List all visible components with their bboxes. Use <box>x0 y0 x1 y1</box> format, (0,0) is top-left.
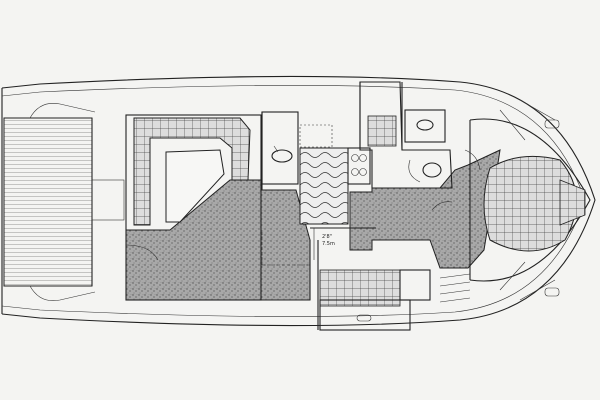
head-vanity-grid <box>367 115 397 147</box>
lower-locker <box>399 269 431 301</box>
saloon-table <box>165 149 225 223</box>
hull-outline <box>1 75 596 327</box>
stove-burner-icon <box>351 168 359 176</box>
port-hatch-icon <box>544 119 560 129</box>
forward-door-swing <box>464 149 481 171</box>
galley-wood-panel <box>299 147 349 225</box>
bilge-hatch-icon <box>356 314 372 322</box>
stove-burner-icon <box>359 154 367 162</box>
lower-storage-grid <box>319 269 401 307</box>
starboard-hatch-icon <box>544 287 560 297</box>
u-settee <box>133 117 251 226</box>
headroom-label-1: 2'8" <box>322 234 332 240</box>
saloon-carpet <box>125 179 311 301</box>
aft-deck-planking <box>3 117 93 287</box>
head-basin-icon <box>416 119 434 131</box>
head-basin-counter <box>404 109 446 143</box>
toilet-icon <box>422 162 442 178</box>
head-door-swing <box>408 159 421 183</box>
aft-deck-hatch <box>91 179 125 221</box>
cabin-door-swing <box>431 201 453 211</box>
stove-burner-icon <box>359 168 367 176</box>
galley-sink-icon <box>271 149 293 163</box>
companionway-steps <box>439 273 471 303</box>
aft-deck-step <box>29 103 96 301</box>
overhead-hatch-outline <box>299 124 333 148</box>
head-compartment <box>359 81 453 189</box>
saloon-door-swing <box>125 244 159 261</box>
v-berth-pillow <box>559 179 586 226</box>
galley-tap <box>273 145 279 153</box>
saloon-cabinet <box>125 114 262 301</box>
v-berth-hull-ribs <box>499 99 556 301</box>
lower-cabin-outline <box>319 299 411 331</box>
v-berth-mattress <box>483 155 577 252</box>
stove-burner-icon <box>351 154 359 162</box>
headroom-label-2: 7.5m <box>322 241 335 247</box>
galley-counter <box>261 111 299 185</box>
galley-stove <box>347 147 371 185</box>
